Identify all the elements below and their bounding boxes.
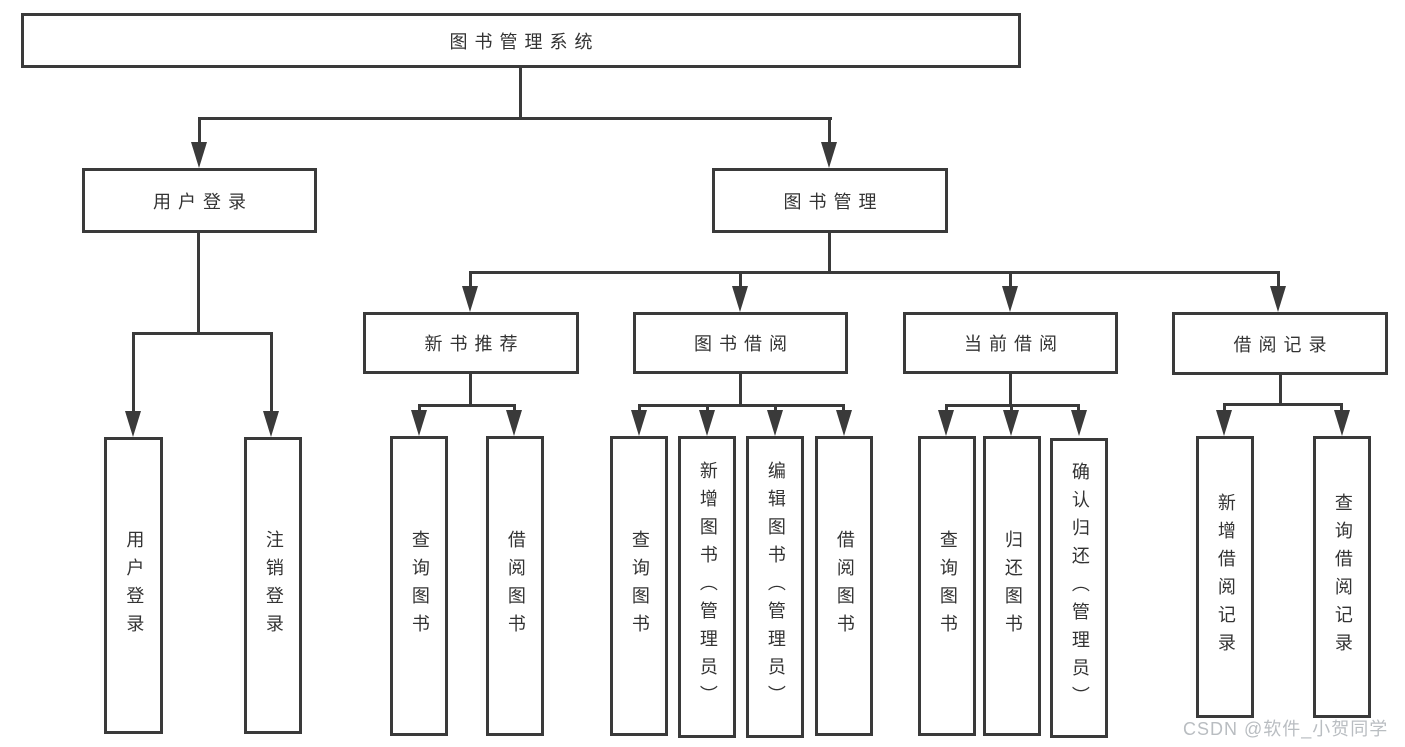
node-label: 新书推荐 [424, 334, 525, 354]
node-label: 查询图书 [937, 530, 958, 642]
node-user-login: 用户登录 [82, 168, 317, 233]
node-label: 借阅图书 [505, 530, 526, 642]
node-label: 查询图书 [409, 530, 430, 642]
node-nb-query-books: 查询图书 [390, 436, 448, 736]
arrow-down-icon [1003, 410, 1019, 436]
node-cb-query-books: 查询图书 [918, 436, 976, 736]
csdn-watermark: CSDN @软件_小贺同学 [1183, 719, 1389, 739]
node-label: 借阅记录 [1233, 334, 1334, 355]
node-user-login-leaf: 用户登录 [104, 437, 163, 734]
connector-records-drop-1 [1223, 403, 1226, 413]
connector-userlogin-stem [197, 233, 200, 333]
node-label: 新增图书（管理员） [697, 461, 718, 713]
node-book-borrowing: 图书借阅 [633, 312, 848, 374]
arrow-down-icon [263, 411, 279, 437]
connector-bookmgmt-drop-1 [469, 271, 472, 288]
arrow-down-icon [1216, 410, 1232, 436]
node-label: 用户登录 [124, 529, 145, 642]
connector-userlogin-drop-right [270, 332, 273, 413]
connector-newbook-drop-1 [418, 404, 421, 413]
node-br-query-record: 查询借阅记录 [1313, 436, 1371, 718]
node-label: 注销登录 [263, 529, 284, 642]
connector-bookmgmt-drop-4 [1277, 271, 1280, 288]
arrow-down-icon [631, 410, 647, 436]
connector-userlogin-drop-left [132, 332, 135, 413]
connector-records-bar [1223, 403, 1343, 406]
connector-userlogin-bar [132, 332, 273, 335]
node-label: 新增借阅记录 [1215, 493, 1236, 661]
node-label: 借阅图书 [834, 530, 855, 642]
arrow-down-icon [938, 410, 954, 436]
arrow-down-icon [411, 410, 427, 436]
connector-bookmgmt-bar [470, 271, 1280, 274]
node-logout: 注销登录 [244, 437, 302, 734]
connector-current-drop-1 [945, 404, 948, 413]
node-label: 图书管理 [783, 191, 884, 212]
connector-bookmgmt-stem [828, 233, 831, 273]
node-borrowing-records: 借阅记录 [1172, 312, 1388, 375]
connector-records-stem [1279, 375, 1282, 406]
connector-records-drop-2 [1340, 403, 1343, 413]
connector-borrowing-drop-1 [638, 404, 641, 413]
connector-current-drop-3 [1077, 404, 1080, 413]
connector-borrowing-drop-3 [774, 404, 777, 413]
connector-bookmgmt-drop-3 [1009, 271, 1012, 288]
arrow-down-icon [125, 411, 141, 437]
arrow-down-icon [732, 286, 748, 312]
connector-borrowing-bar [638, 404, 845, 407]
node-current-borrowing: 当前借阅 [903, 312, 1118, 374]
node-label: 用户登录 [153, 191, 253, 212]
connector-root-bar [198, 117, 832, 120]
arrow-down-icon [1334, 410, 1350, 436]
node-book-management: 图书管理 [712, 168, 948, 233]
node-label: 当前借阅 [964, 334, 1064, 354]
node-cb-confirm-return-admin: 确认归还（管理员） [1050, 438, 1108, 738]
node-label: 图书借阅 [694, 334, 794, 354]
arrow-down-icon [1071, 410, 1087, 436]
connector-borrowing-drop-4 [842, 404, 845, 413]
node-root: 图书管理系统 [21, 13, 1021, 68]
arrow-down-icon [1002, 286, 1018, 312]
arrow-down-icon [699, 410, 715, 436]
node-br-add-record: 新增借阅记录 [1196, 436, 1254, 718]
arrow-down-icon [836, 410, 852, 436]
connector-borrowing-stem [739, 374, 742, 407]
node-bb-edit-books-admin: 编辑图书（管理员） [746, 436, 804, 738]
node-label: 归还图书 [1002, 530, 1023, 642]
connector-current-stem [1009, 374, 1012, 407]
arrow-down-icon [1270, 286, 1286, 312]
node-label: 编辑图书（管理员） [765, 461, 786, 713]
node-label: 确认归还（管理员） [1069, 462, 1090, 714]
arrow-down-icon [821, 142, 837, 168]
arrow-down-icon [462, 286, 478, 312]
connector-current-drop-2 [1010, 404, 1013, 413]
node-nb-borrow-books: 借阅图书 [486, 436, 544, 736]
node-cb-return-books: 归还图书 [983, 436, 1041, 736]
connector-bookmgmt-drop-2 [739, 271, 742, 288]
node-new-book-recommend: 新书推荐 [363, 312, 579, 374]
node-bb-query-books: 查询图书 [610, 436, 668, 736]
arrow-down-icon [191, 142, 207, 168]
arrow-down-icon [767, 410, 783, 436]
node-label: 查询借阅记录 [1332, 493, 1353, 661]
node-bb-borrow-books: 借阅图书 [815, 436, 873, 736]
node-label: 图书管理系统 [449, 31, 600, 52]
node-label: 查询图书 [629, 530, 650, 642]
connector-root-drop-left [198, 117, 201, 144]
arrow-down-icon [506, 410, 522, 436]
connector-newbook-bar [418, 404, 516, 407]
connector-root-drop-right [828, 117, 831, 144]
connector-newbook-stem [469, 374, 472, 407]
connector-root-stem [519, 68, 522, 118]
connector-borrowing-drop-2 [706, 404, 709, 413]
node-bb-add-books-admin: 新增图书（管理员） [678, 436, 736, 738]
connector-newbook-drop-2 [513, 404, 516, 413]
